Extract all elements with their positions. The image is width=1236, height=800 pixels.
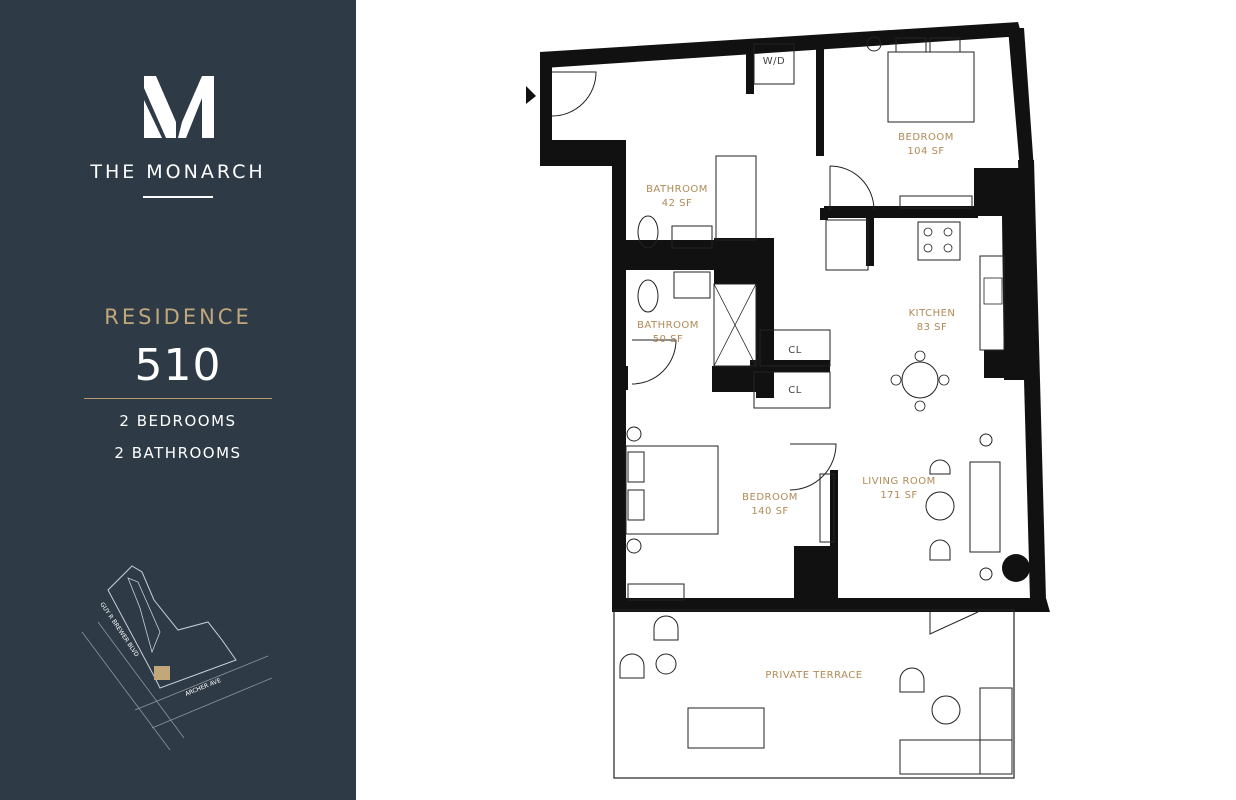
armchair-icon [929, 459, 951, 475]
kitchen-name: KITCHEN [909, 308, 956, 319]
chair-icon [899, 667, 925, 693]
media-console-icon [819, 473, 835, 543]
kitchen-sink-icon [983, 277, 1003, 305]
closet-label: CL [788, 385, 802, 396]
pillow-icon [627, 489, 645, 521]
toilet-icon [637, 215, 659, 249]
bed-icon [625, 445, 719, 535]
unit-number: 510 [134, 340, 222, 391]
bedroom-top-name: BEDROOM [898, 132, 954, 143]
stove-icon [917, 221, 961, 261]
kitchen-area: 83 SF [917, 322, 948, 333]
dining-table-icon [901, 361, 939, 399]
terrace-outline [613, 609, 1015, 779]
bathroom-count: 2 BATHROOMS [114, 444, 242, 462]
brand-name: THE MONARCH [90, 161, 266, 183]
pillow-icon [895, 37, 927, 53]
closet-label: CL [788, 345, 802, 356]
pillow-icon [627, 451, 645, 483]
bedroom-bottom-area: 140 SF [751, 506, 788, 517]
details-divider [84, 398, 272, 399]
washer-dryer-label: W/D [763, 56, 785, 67]
sidebar-panel: THE MONARCH RESIDENCE 510 2 BEDROOMS 2 B… [0, 0, 356, 800]
living-room-area: 171 SF [880, 490, 917, 501]
sofa-icon [969, 461, 1001, 553]
street-line [81, 631, 171, 750]
exterior-walls [540, 22, 1050, 612]
entry-arrow-icon [526, 86, 536, 104]
terrace-name: PRIVATE TERRACE [765, 670, 862, 681]
site-key-map: GUY R BREWER BLVD ARCHER AVE [81, 565, 273, 750]
coffee-table-icon [925, 491, 955, 521]
street-line [97, 621, 185, 739]
desk-icon [627, 583, 685, 601]
bedroom-count: 2 BEDROOMS [119, 412, 237, 430]
toilet-icon [637, 279, 659, 313]
interior-walls [614, 36, 978, 602]
street-line [134, 655, 269, 711]
dresser-icon [899, 195, 973, 209]
closet-box [753, 371, 831, 409]
monarch-logo-icon [144, 76, 214, 138]
bedroom-bottom-name: BEDROOM [742, 492, 798, 503]
bathroom-1-area: 42 SF [662, 198, 693, 209]
chair-icon [653, 615, 679, 641]
washer-dryer-box [753, 43, 795, 85]
sink-icon [673, 271, 711, 299]
bedroom-top-area: 104 SF [907, 146, 944, 157]
unit-location-marker [154, 666, 170, 680]
bathroom-2-name: BATHROOM [637, 320, 699, 331]
bed-icon [887, 51, 975, 123]
pillow-icon [929, 37, 961, 53]
bathroom-1-name: BATHROOM [646, 184, 708, 195]
door-swings [551, 71, 979, 635]
sectional-sofa-icon [899, 739, 1013, 775]
counter-icon [979, 255, 1005, 351]
bathtub-icon [715, 155, 757, 241]
nightstand-icon [866, 36, 882, 52]
terrace-table-icon [687, 707, 765, 749]
bathroom-2-area: 50 SF [653, 334, 684, 345]
living-room-name: LIVING ROOM [862, 476, 936, 487]
street-line [151, 677, 273, 729]
closet-box [759, 329, 831, 367]
residence-label: RESIDENCE [104, 305, 252, 329]
sink-icon [671, 225, 713, 249]
plant-icon [1002, 554, 1030, 582]
refrigerator-icon [825, 219, 869, 271]
chair-icon [619, 653, 645, 679]
brand-divider [143, 196, 213, 198]
armchair-icon [929, 539, 951, 561]
shower-icon [713, 283, 757, 367]
